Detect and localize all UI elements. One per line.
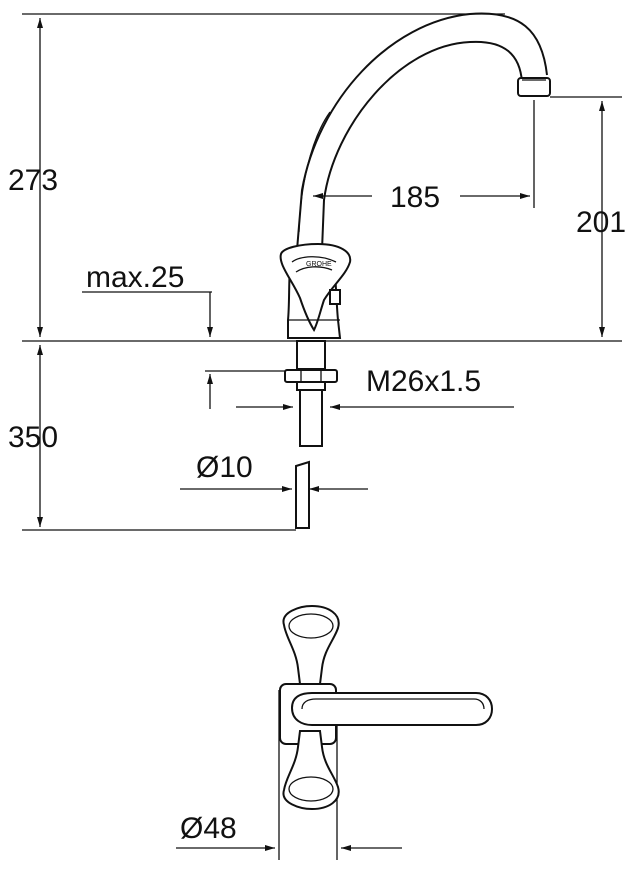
spout-height-201-label: 201: [576, 206, 626, 239]
mounting-shank: [284, 340, 338, 447]
depth-350-label: 350: [8, 421, 58, 454]
max-thickness-label: max.25: [86, 261, 184, 294]
supply-hose: [295, 460, 310, 529]
faucet-body: GROHE: [279, 242, 352, 339]
spout-reach-185-dimension: [313, 100, 535, 208]
svg-text:GROHE: GROHE: [306, 261, 332, 268]
spout-reach-185-label: 185: [390, 181, 440, 214]
hose-diameter-label: Ø10: [196, 451, 253, 484]
max-thickness-dimension: [82, 291, 292, 409]
spout: [296, 12, 551, 251]
aerator: [517, 77, 551, 97]
spout-height-201-dimension: [550, 96, 622, 337]
mounting-nut: [284, 369, 338, 383]
thread-label: M26x1.5: [366, 365, 481, 398]
base-diameter-label: Ø48: [180, 812, 237, 845]
top-view: [278, 604, 494, 860]
depth-350-dimension: [22, 345, 296, 531]
height-273-label: 273: [8, 164, 58, 197]
